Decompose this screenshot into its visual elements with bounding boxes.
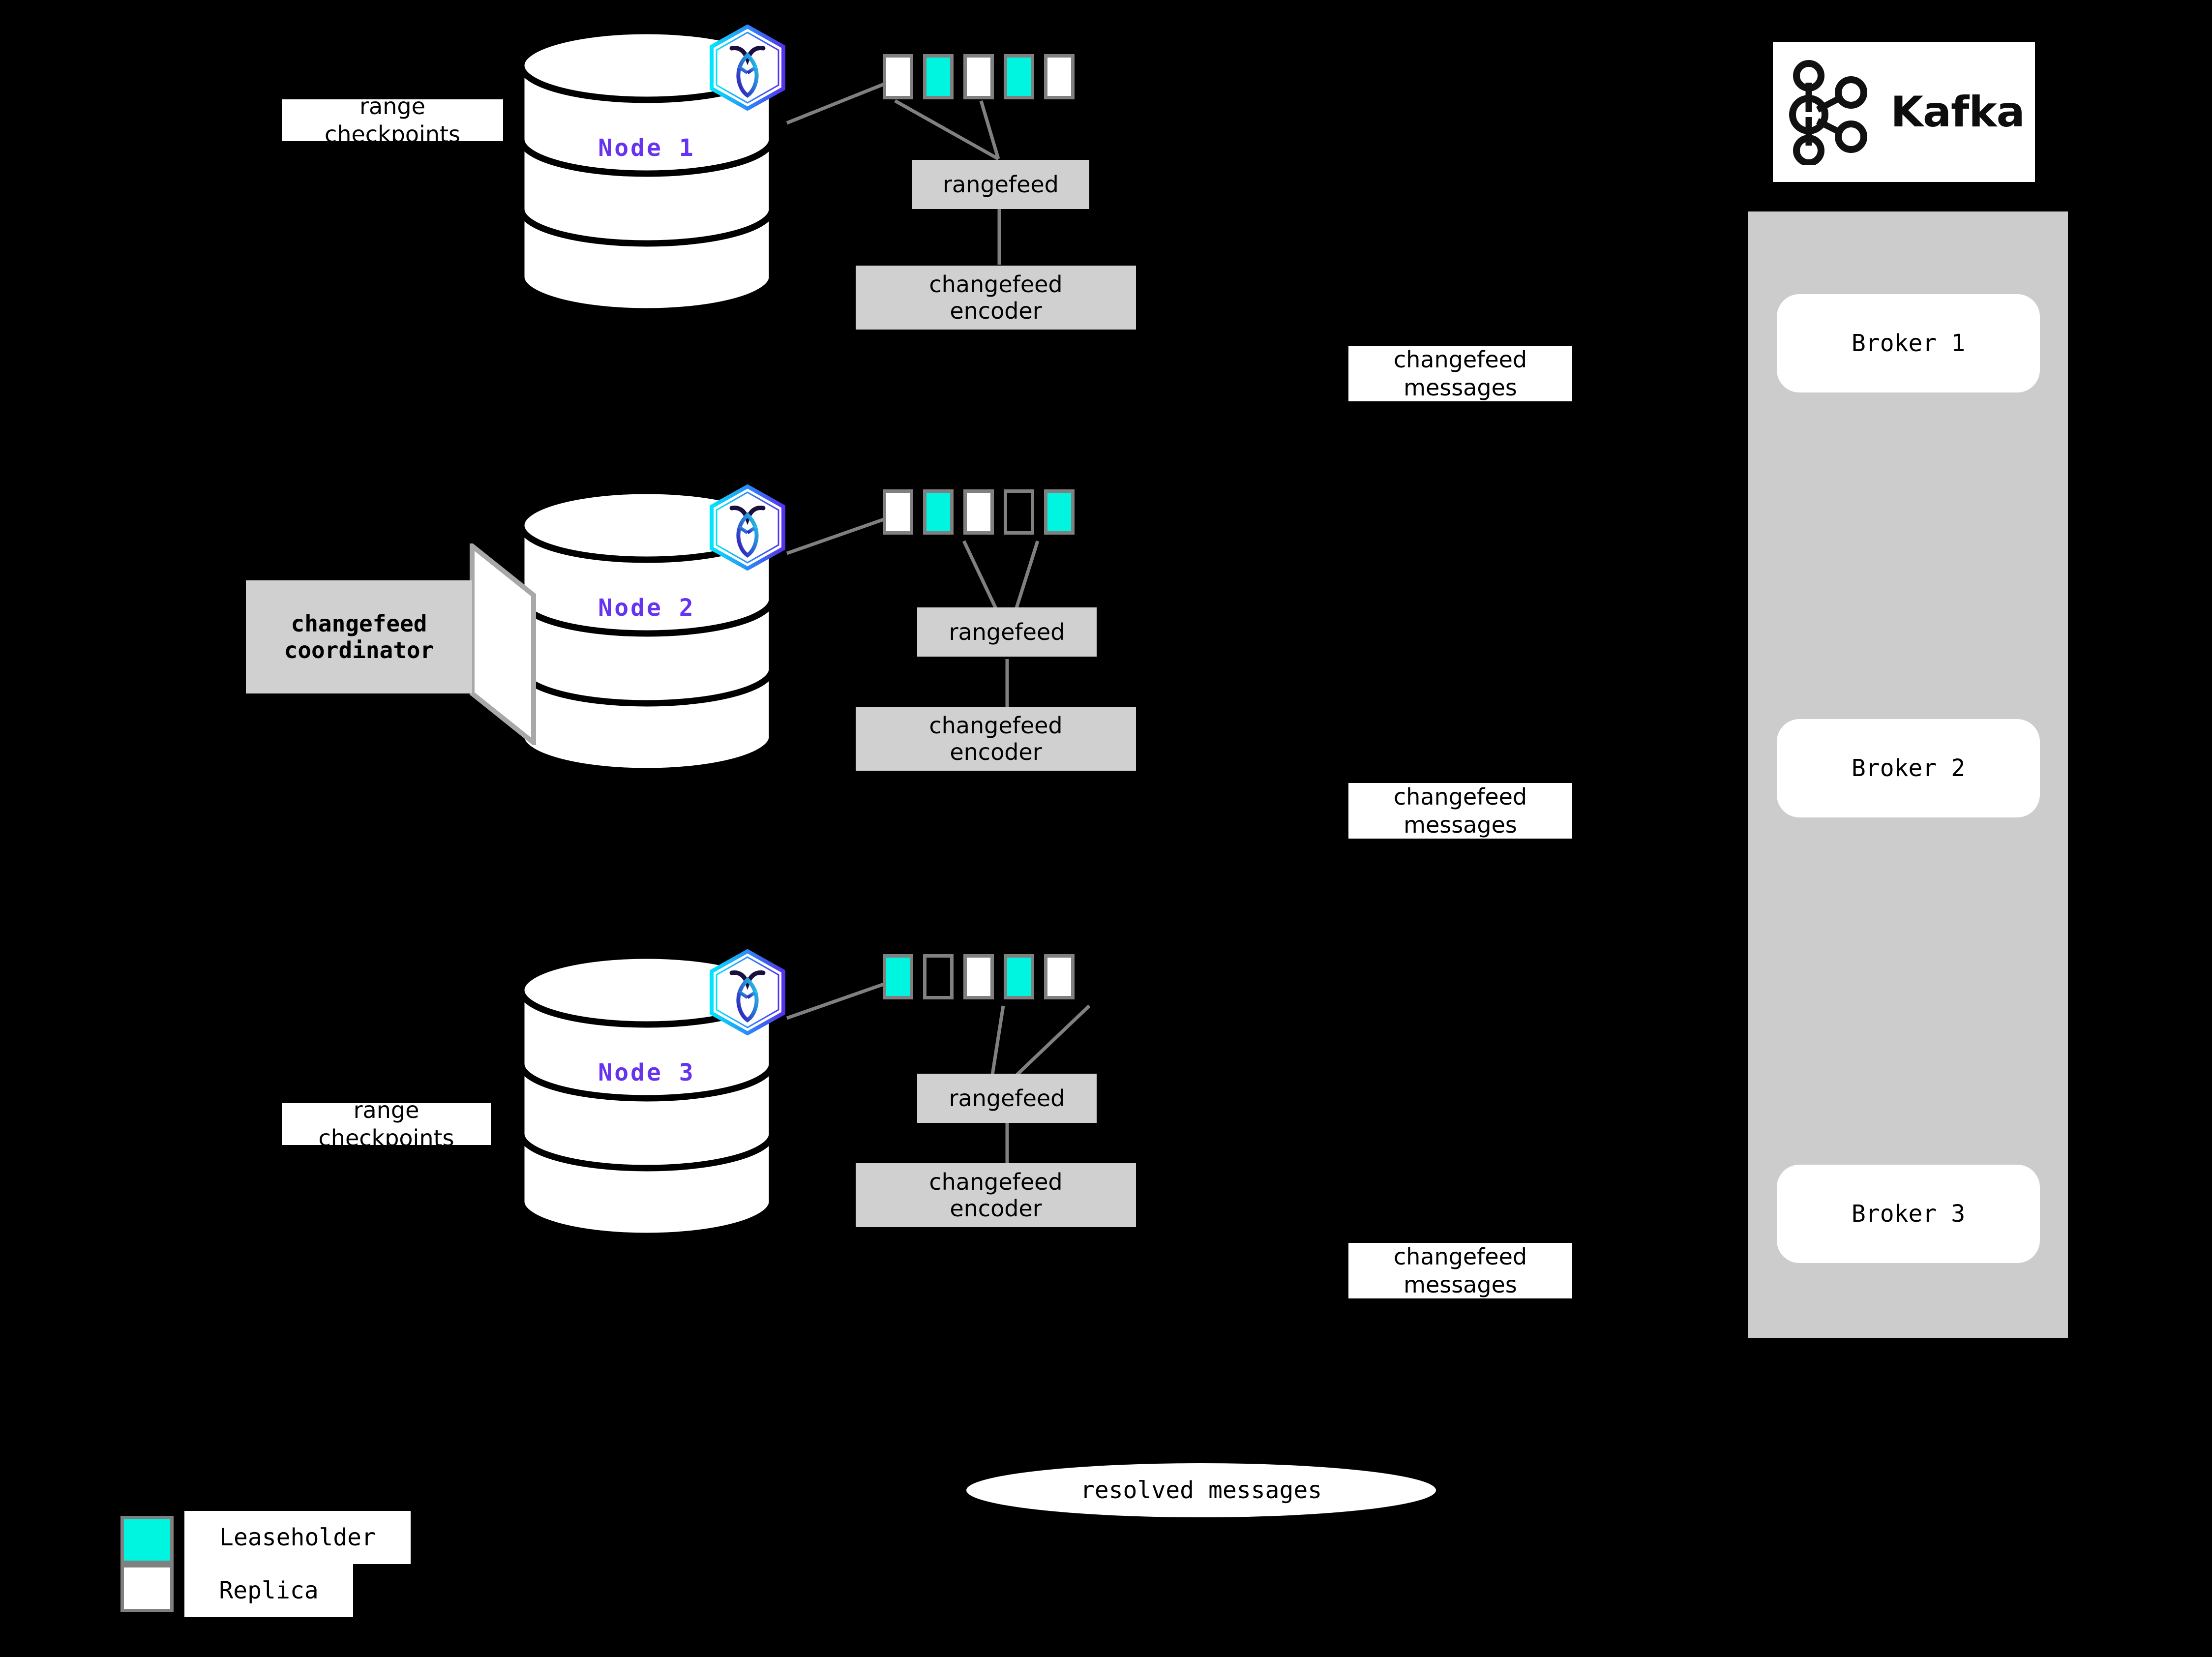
node-2-rangefeed-box[interactable]: rangefeed <box>917 607 1097 657</box>
node-1-range-row <box>883 54 1075 99</box>
range-box <box>923 489 954 535</box>
cockroachdb-hex-icon <box>708 484 787 571</box>
legend-label-leaseholder: Leaseholder <box>184 1511 411 1564</box>
range-box <box>963 54 994 99</box>
node-2-range-row <box>883 489 1075 535</box>
node-3-range-checkpoints-label: range checkpoints <box>282 1097 491 1151</box>
range-box <box>923 54 954 99</box>
range-box <box>1044 54 1075 99</box>
node-2-changefeed-messages-label: changefeed messages <box>1348 783 1572 839</box>
kafka-logo-icon: Kafka <box>1773 42 2035 182</box>
range-box <box>963 954 994 999</box>
kafka-broker-3[interactable]: Broker 3 <box>1777 1165 2040 1263</box>
node-1-changefeed-encoder-box[interactable]: changefeed encoder <box>856 266 1136 330</box>
node-3-label: Node 3 <box>598 1059 695 1086</box>
node-1-range-checkpoints-label: range checkpoints <box>282 93 503 148</box>
kafka-wordmark: Kafka <box>1890 87 2025 137</box>
kafka-node-graph-icon <box>1789 60 1868 165</box>
range-box <box>963 489 994 535</box>
node-2-changefeed-encoder-box[interactable]: changefeed encoder <box>856 707 1136 771</box>
range-box <box>883 954 913 999</box>
kafka-broker-1[interactable]: Broker 1 <box>1777 294 2040 392</box>
node-1-cylinder: Node 1 <box>516 27 777 315</box>
kafka-broker-2[interactable]: Broker 2 <box>1777 719 2040 817</box>
node-2-cylinder: Node 2 <box>516 487 777 775</box>
cockroachdb-hex-icon <box>708 949 787 1035</box>
range-box <box>1004 954 1034 999</box>
range-box <box>1004 489 1034 535</box>
coordinator-wedge-icon <box>470 543 536 745</box>
node-3-cylinder: Node 3 <box>516 952 777 1239</box>
range-box <box>883 54 913 99</box>
node-2-label: Node 2 <box>598 594 695 622</box>
cockroachdb-hex-icon <box>708 25 787 111</box>
resolved-messages-pill[interactable]: resolved messages <box>966 1463 1436 1517</box>
range-box <box>1004 54 1034 99</box>
range-box <box>1044 954 1075 999</box>
range-box <box>883 489 913 535</box>
node-3-changefeed-messages-label: changefeed messages <box>1348 1243 1572 1298</box>
range-box <box>1044 489 1075 535</box>
node-3-range-row <box>883 954 1075 999</box>
legend-swatch-leaseholder <box>120 1516 174 1564</box>
node-1-changefeed-messages-label: changefeed messages <box>1348 346 1572 401</box>
node-1-rangefeed-box[interactable]: rangefeed <box>912 160 1089 209</box>
node-3-changefeed-encoder-box[interactable]: changefeed encoder <box>856 1163 1136 1227</box>
node-2-changefeed-coordinator-box[interactable]: changefeed coordinator <box>246 580 472 693</box>
node-3-rangefeed-box[interactable]: rangefeed <box>917 1074 1097 1123</box>
range-box <box>923 954 954 999</box>
node-1-label: Node 1 <box>598 134 695 162</box>
kafka-inbound-arrowhead <box>2065 336 2107 356</box>
legend-label-replica: Replica <box>184 1564 353 1617</box>
legend-swatch-replica <box>120 1564 174 1612</box>
